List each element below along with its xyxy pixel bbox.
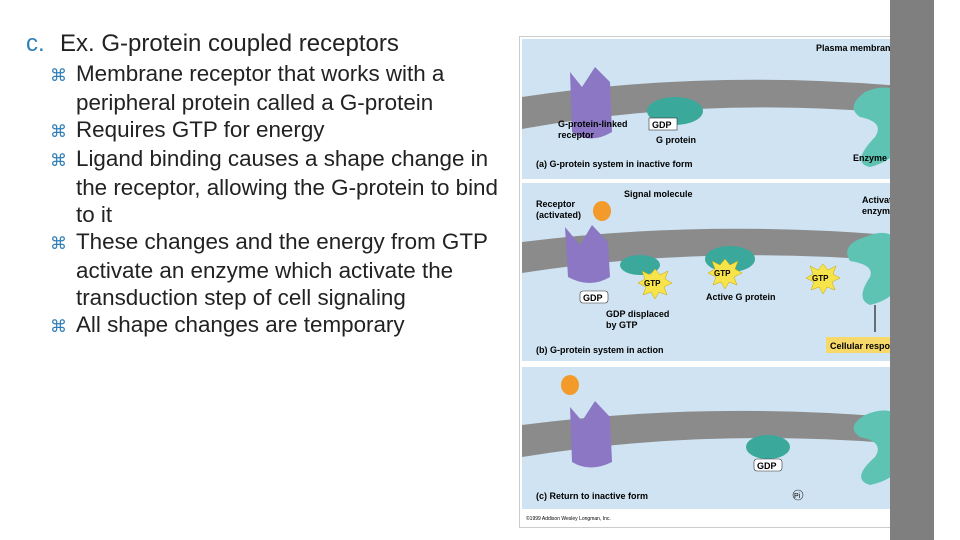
heading-text: Ex. G-protein coupled receptors xyxy=(60,30,399,57)
bullet-item: ⌘Ligand binding causes a shape change in… xyxy=(50,146,498,227)
receptor-label-2: receptor xyxy=(558,130,595,140)
signal-molecule-label: Signal molecule xyxy=(624,189,693,199)
signal-molecule-c xyxy=(561,375,579,395)
g-protein-b1 xyxy=(620,255,660,275)
signal-molecule-b xyxy=(593,201,611,221)
panel-c-caption: (c) Return to inactive form xyxy=(536,491,648,501)
receptor-activated-2: (activated) xyxy=(536,210,581,220)
bullet-list: ⌘Membrane receptor that works with a per… xyxy=(26,60,506,340)
slide-text: c. Ex. G-protein coupled receptors ⌘Memb… xyxy=(26,28,506,340)
right-bar-light xyxy=(934,0,960,540)
copyright-label: ©1999 Addison Wesley Longman, Inc. xyxy=(526,515,611,522)
gdp-badge-c xyxy=(753,458,783,472)
gtp-label-1: GTP xyxy=(644,279,661,288)
bullet-item: ⌘Membrane receptor that works with a per… xyxy=(50,61,445,115)
gdp-displaced-1: GDP displaced xyxy=(606,309,669,319)
bullet-icon: ⌘ xyxy=(50,122,67,141)
gdp-badge-b xyxy=(579,290,609,304)
bullet-item: ⌘Requires GTP for energy xyxy=(46,116,506,145)
g-protein-figure: Plasma membrane G-protein-linked recepto… xyxy=(519,36,936,528)
right-decorative-bar xyxy=(890,0,960,540)
heading-letter: c. xyxy=(26,30,45,57)
gtp-label-3: GTP xyxy=(812,274,829,283)
slide-heading: c. Ex. G-protein coupled receptors xyxy=(26,28,506,60)
gtp-burst-1 xyxy=(637,268,673,300)
bullet-icon: ⌘ xyxy=(50,151,67,170)
membrane-c xyxy=(522,410,933,457)
bullet-item: ⌘All shape changes are temporary xyxy=(46,311,506,340)
cellular-response-label: Cellular response xyxy=(830,341,906,351)
panel-a-caption: (a) G-protein system in inactive form xyxy=(536,159,693,169)
activated-enzyme-1: Activated xyxy=(862,195,903,205)
gtp-burst-2 xyxy=(707,258,743,290)
enzyme-label: Enzyme xyxy=(853,153,887,163)
receptor-a xyxy=(570,67,612,139)
gtp-burst-3 xyxy=(805,263,841,295)
g-protein-c xyxy=(746,435,790,459)
bullet-icon: ⌘ xyxy=(50,317,67,336)
gdp-label-b: GDP xyxy=(583,293,603,303)
right-bar-dark xyxy=(890,0,934,540)
pi-circle xyxy=(792,489,804,501)
gdp-label-a: GDP xyxy=(652,120,672,130)
receptor-c xyxy=(570,401,612,468)
active-g-protein-label: Active G protein xyxy=(706,292,776,302)
bullet-item: ⌘These changes and the energy from GTP a… xyxy=(50,229,488,310)
activated-enzyme-2: enzyme xyxy=(862,206,895,216)
receptor-activated-1: Receptor xyxy=(536,199,576,209)
gdp-badge-a xyxy=(648,117,678,131)
figure-svg: Plasma membrane G-protein-linked recepto… xyxy=(522,39,933,522)
bullet-icon: ⌘ xyxy=(50,66,67,85)
receptor-b xyxy=(565,225,610,283)
gtp-label-2: GTP xyxy=(714,269,731,278)
plasma-membrane-label: Plasma membrane xyxy=(816,43,896,53)
receptor-label-1: G-protein-linked xyxy=(558,119,628,129)
panel-b-caption: (b) G-protein system in action xyxy=(536,345,664,355)
membrane-a xyxy=(522,79,933,129)
pi-label: Pi xyxy=(794,493,801,500)
gdp-label-c: GDP xyxy=(757,461,777,471)
gdp-displaced-2: by GTP xyxy=(606,320,638,330)
bullet-icon: ⌘ xyxy=(50,234,67,253)
g-protein-label: G protein xyxy=(656,135,696,145)
